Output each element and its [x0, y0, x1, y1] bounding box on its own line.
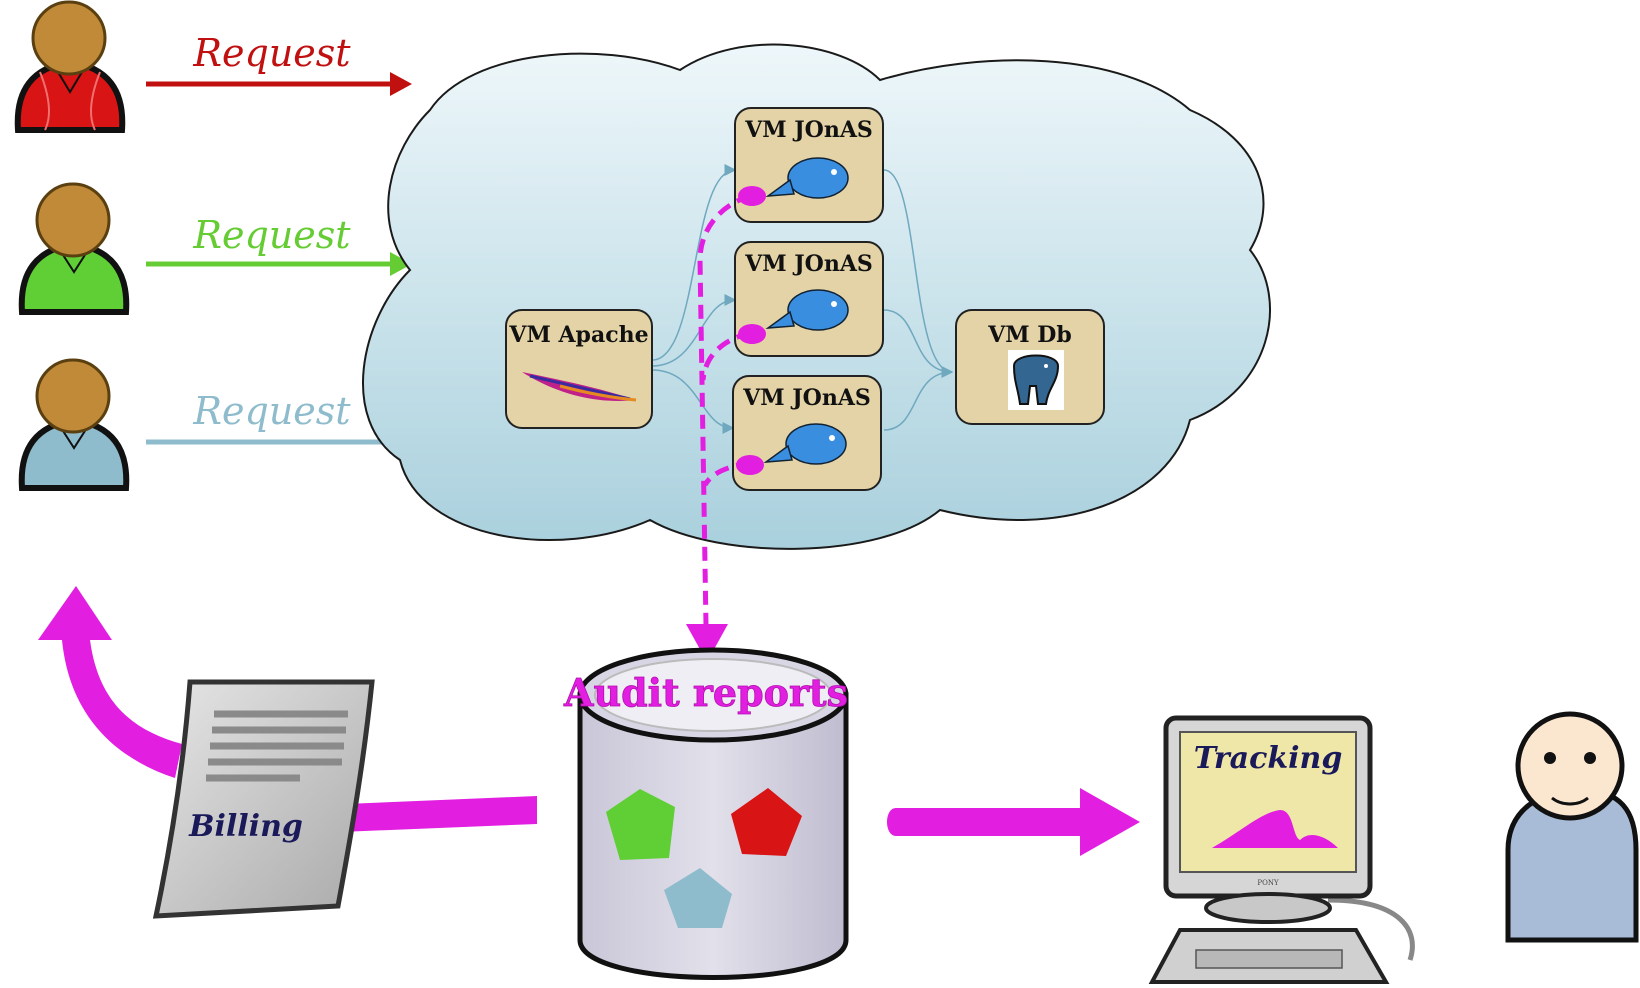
whale-icon [763, 423, 847, 465]
vm-apache-label: VM Apache [508, 322, 648, 348]
postgresql-elephant-icon [1008, 350, 1064, 410]
request-arrow-blue: Request [146, 389, 412, 454]
analyst-user [1505, 711, 1639, 943]
vm-db: VM Db [955, 309, 1105, 425]
vm-jonas-1-label: VM JOnAS [744, 117, 873, 143]
vm-jonas-2-label: VM JOnAS [744, 251, 873, 277]
whale-icon [765, 157, 849, 199]
monitor-brand: PONY [1257, 879, 1279, 887]
vm-jonas-2: VM JOnAS [734, 241, 884, 357]
request-label-blue: Request [192, 389, 351, 433]
user-green [18, 182, 130, 315]
tracking-label: Tracking [1194, 741, 1343, 776]
probe-arrow-head [686, 624, 728, 662]
report-pentagon-blue [664, 868, 732, 928]
vm-db-label: VM Db [987, 322, 1072, 348]
vm-apache: VM Apache [505, 309, 653, 429]
vm-flow-lines [651, 164, 954, 434]
billing-text-lines [206, 710, 348, 782]
apache-feather-icon [522, 372, 637, 402]
tracking-curve [1212, 810, 1338, 848]
request-label-green: Request [192, 213, 351, 257]
audit-reports-label: Audit reports [563, 670, 848, 715]
whale-icon [765, 289, 849, 331]
tracking-computer: Tracking PONY [1148, 715, 1415, 984]
audit-probes [736, 186, 766, 475]
report-pentagon-red [731, 788, 802, 856]
monitor-cable [1327, 897, 1415, 961]
vm-jonas-1: VM JOnAS [734, 107, 884, 223]
billing-link-bar [340, 796, 537, 832]
report-pentagon-green [606, 789, 675, 860]
request-label-red: Request [192, 31, 351, 75]
tracking-arrow [887, 788, 1140, 856]
billing-document: Billing [152, 679, 375, 919]
billing-label: Billing [188, 809, 303, 844]
vm-jonas-3-label: VM JOnAS [742, 385, 871, 411]
audit-reports-database: Audit reports [563, 647, 849, 980]
vm-jonas-3: VM JOnAS [732, 375, 882, 491]
request-arrow-green: Request [146, 213, 412, 276]
user-red [14, 0, 126, 133]
billing-return-arrow [38, 586, 182, 778]
user-blue [18, 358, 130, 491]
request-arrow-red: Request [146, 31, 412, 96]
